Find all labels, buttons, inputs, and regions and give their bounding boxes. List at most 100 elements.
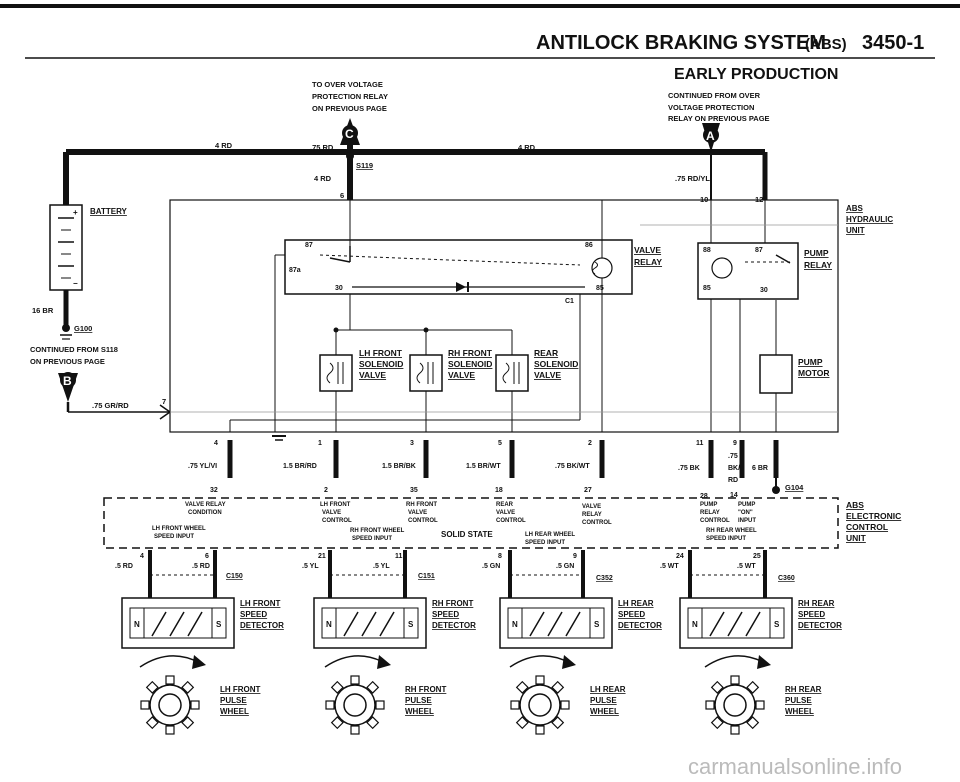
speed-detector-label: SPEED bbox=[240, 610, 267, 619]
rear-solenoid-valve bbox=[495, 354, 529, 392]
ecu-fn-pr-2: RELAY bbox=[700, 510, 720, 516]
hu-pin-1: 1 bbox=[318, 440, 322, 447]
connector-a-icon: A bbox=[702, 123, 720, 152]
hu-pin-9: 9 bbox=[733, 440, 737, 447]
pump-motor-label-2: MOTOR bbox=[798, 368, 829, 378]
detector-pole-n: N bbox=[512, 620, 518, 629]
detector-pole-s: S bbox=[774, 620, 780, 629]
wire-75rd: .75 RD bbox=[310, 143, 334, 152]
svg-text:A: A bbox=[706, 129, 715, 143]
ground-g104-label: G104 bbox=[785, 483, 804, 492]
pump-relay-pin-88: 88 bbox=[703, 247, 711, 254]
wire-label-bkrd-2: BK/ bbox=[728, 465, 740, 472]
page-subtitle: EARLY PRODUCTION bbox=[674, 66, 838, 83]
ground-g104-dot bbox=[772, 486, 780, 494]
valve-relay-pin-87a: 87a bbox=[289, 267, 301, 274]
hydraulic-unit-label-3: UNIT bbox=[846, 226, 865, 235]
detector-pole-n: N bbox=[326, 620, 332, 629]
battery-symbol bbox=[49, 204, 83, 340]
ecu-fn-rear-2: VALVE bbox=[496, 510, 515, 516]
pulse-wheel-label: RH REAR bbox=[785, 685, 822, 694]
valve-relay-pin-86: 86 bbox=[585, 242, 593, 249]
pulse-wheel-label: LH REAR bbox=[590, 685, 626, 694]
ecu-pin-27: 27 bbox=[584, 487, 592, 494]
sensor-wire-rr-2: .5 WT bbox=[737, 563, 756, 570]
ecu-fn-rf-3: CONTROL bbox=[408, 518, 438, 524]
ecu-pin-2: 2 bbox=[324, 487, 328, 494]
sensor-wire-rr-1: .5 WT bbox=[660, 563, 679, 570]
connector-c360: C360 bbox=[778, 575, 795, 582]
wire-16br: 16 BR bbox=[32, 306, 54, 315]
sensor-wire-rf-2: .5 YL bbox=[373, 563, 390, 570]
speed-detector-label: SPEED bbox=[618, 610, 645, 619]
pulse-wheel-label: PULSE bbox=[590, 696, 617, 705]
valve-relay-pin-c1: C1 bbox=[565, 298, 574, 305]
connector-c150: C150 bbox=[226, 573, 243, 580]
lf-solenoid-label-2: SOLENOID bbox=[359, 359, 403, 369]
valve-relay-pin-87: 87 bbox=[305, 242, 313, 249]
ecu-fn-rear-1: REAR bbox=[496, 502, 514, 508]
speed-detector-label: RH FRONT bbox=[432, 599, 473, 608]
valve-relay-label-1: VALVE bbox=[634, 245, 661, 255]
ecu-fn-rr-speed-1: RH REAR WHEEL bbox=[706, 528, 757, 534]
ecu-label-3: CONTROL bbox=[846, 522, 888, 532]
ecu-fn-pm-2: "ON" bbox=[738, 510, 753, 516]
wire-label-yl-vi: .75 YL/VI bbox=[188, 463, 217, 470]
wire-label-bkrd-1: .75 bbox=[728, 453, 738, 460]
rf-solenoid-label-3: VALVE bbox=[448, 370, 475, 380]
wire-label-br-wt: 1.5 BR/WT bbox=[466, 463, 501, 470]
sensor-pin-25: 25 bbox=[753, 553, 761, 560]
ecu-fn-vr-1: VALVE bbox=[582, 504, 601, 510]
ecu-fn-pr-3: CONTROL bbox=[700, 518, 730, 524]
pump-relay-pin-87: 87 bbox=[755, 247, 763, 254]
pulse-wheel-label: WHEEL bbox=[590, 707, 619, 716]
watermark-text: carmanualsonline.info bbox=[688, 754, 902, 779]
ground-g100-label: G100 bbox=[74, 324, 92, 333]
valve-relay bbox=[284, 239, 633, 295]
ecu-fn-lf-speed-2: SPEED INPUT bbox=[154, 534, 194, 540]
wire-label-bk-wt: .75 BK/WT bbox=[555, 463, 590, 470]
sensor-pin-9: 9 bbox=[573, 553, 577, 560]
pulse-wheel-label: LH FRONT bbox=[220, 685, 261, 694]
rear-solenoid-label-1: REAR bbox=[534, 348, 558, 358]
ecu-pin-35: 35 bbox=[410, 487, 418, 494]
speed-detector-label: DETECTOR bbox=[618, 621, 662, 630]
connector-c-icon: C bbox=[340, 118, 360, 145]
ecu-fn-rf-speed-1: RH FRONT WHEEL bbox=[350, 528, 405, 534]
ecu-fn-rr-speed-2: SPEED INPUT bbox=[706, 536, 746, 542]
note-overvoltage-1: TO OVER VOLTAGE bbox=[312, 80, 383, 89]
wire-rdyl: .75 RD/YL bbox=[675, 174, 710, 183]
rotation-arrow-icon bbox=[139, 655, 201, 668]
splice-s119-dot bbox=[346, 152, 354, 160]
page-number: 3450-1 bbox=[862, 32, 924, 54]
sensor-pin-6: 6 bbox=[205, 553, 209, 560]
speed-detector-label: SPEED bbox=[432, 610, 459, 619]
hu-pin-11: 11 bbox=[696, 440, 704, 447]
ecu-fn-lf-1: LH FRONT bbox=[320, 502, 351, 508]
hu-pin-4: 4 bbox=[214, 440, 218, 447]
ecu-fn-valve-relay: VALVE RELAY bbox=[185, 502, 226, 508]
abs-hydraulic-unit-box bbox=[169, 199, 839, 433]
ecu-fn-pr-1: PUMP bbox=[700, 502, 717, 508]
wire-label-6br: 6 BR bbox=[752, 465, 768, 472]
speed-detector-label: LH REAR bbox=[618, 599, 654, 608]
detector-pole-s: S bbox=[594, 620, 600, 629]
rotation-arrow-icon bbox=[324, 655, 386, 668]
pulse-wheel-3: LH REAR PULSE WHEEL bbox=[509, 655, 626, 735]
wire-4rd-s119: 4 RD bbox=[314, 174, 332, 183]
ecu-fn-lf-speed-1: LH FRONT WHEEL bbox=[152, 526, 206, 532]
ecu-fn-rear-3: CONTROL bbox=[496, 518, 526, 524]
ecu-label-1: ABS bbox=[846, 500, 864, 510]
lf-solenoid-valve bbox=[319, 354, 353, 392]
wire-label-br-rd: 1.5 BR/RD bbox=[283, 463, 317, 470]
hu-pin-5: 5 bbox=[498, 440, 502, 447]
ecu-label-4: UNIT bbox=[846, 533, 867, 543]
wire-4rd-right: 4 RD bbox=[518, 143, 536, 152]
pulse-wheel-label: WHEEL bbox=[405, 707, 434, 716]
speed-detector-3: N S LH REAR SPEED DETECTOR bbox=[499, 597, 662, 649]
pump-relay-pin-30: 30 bbox=[760, 287, 768, 294]
